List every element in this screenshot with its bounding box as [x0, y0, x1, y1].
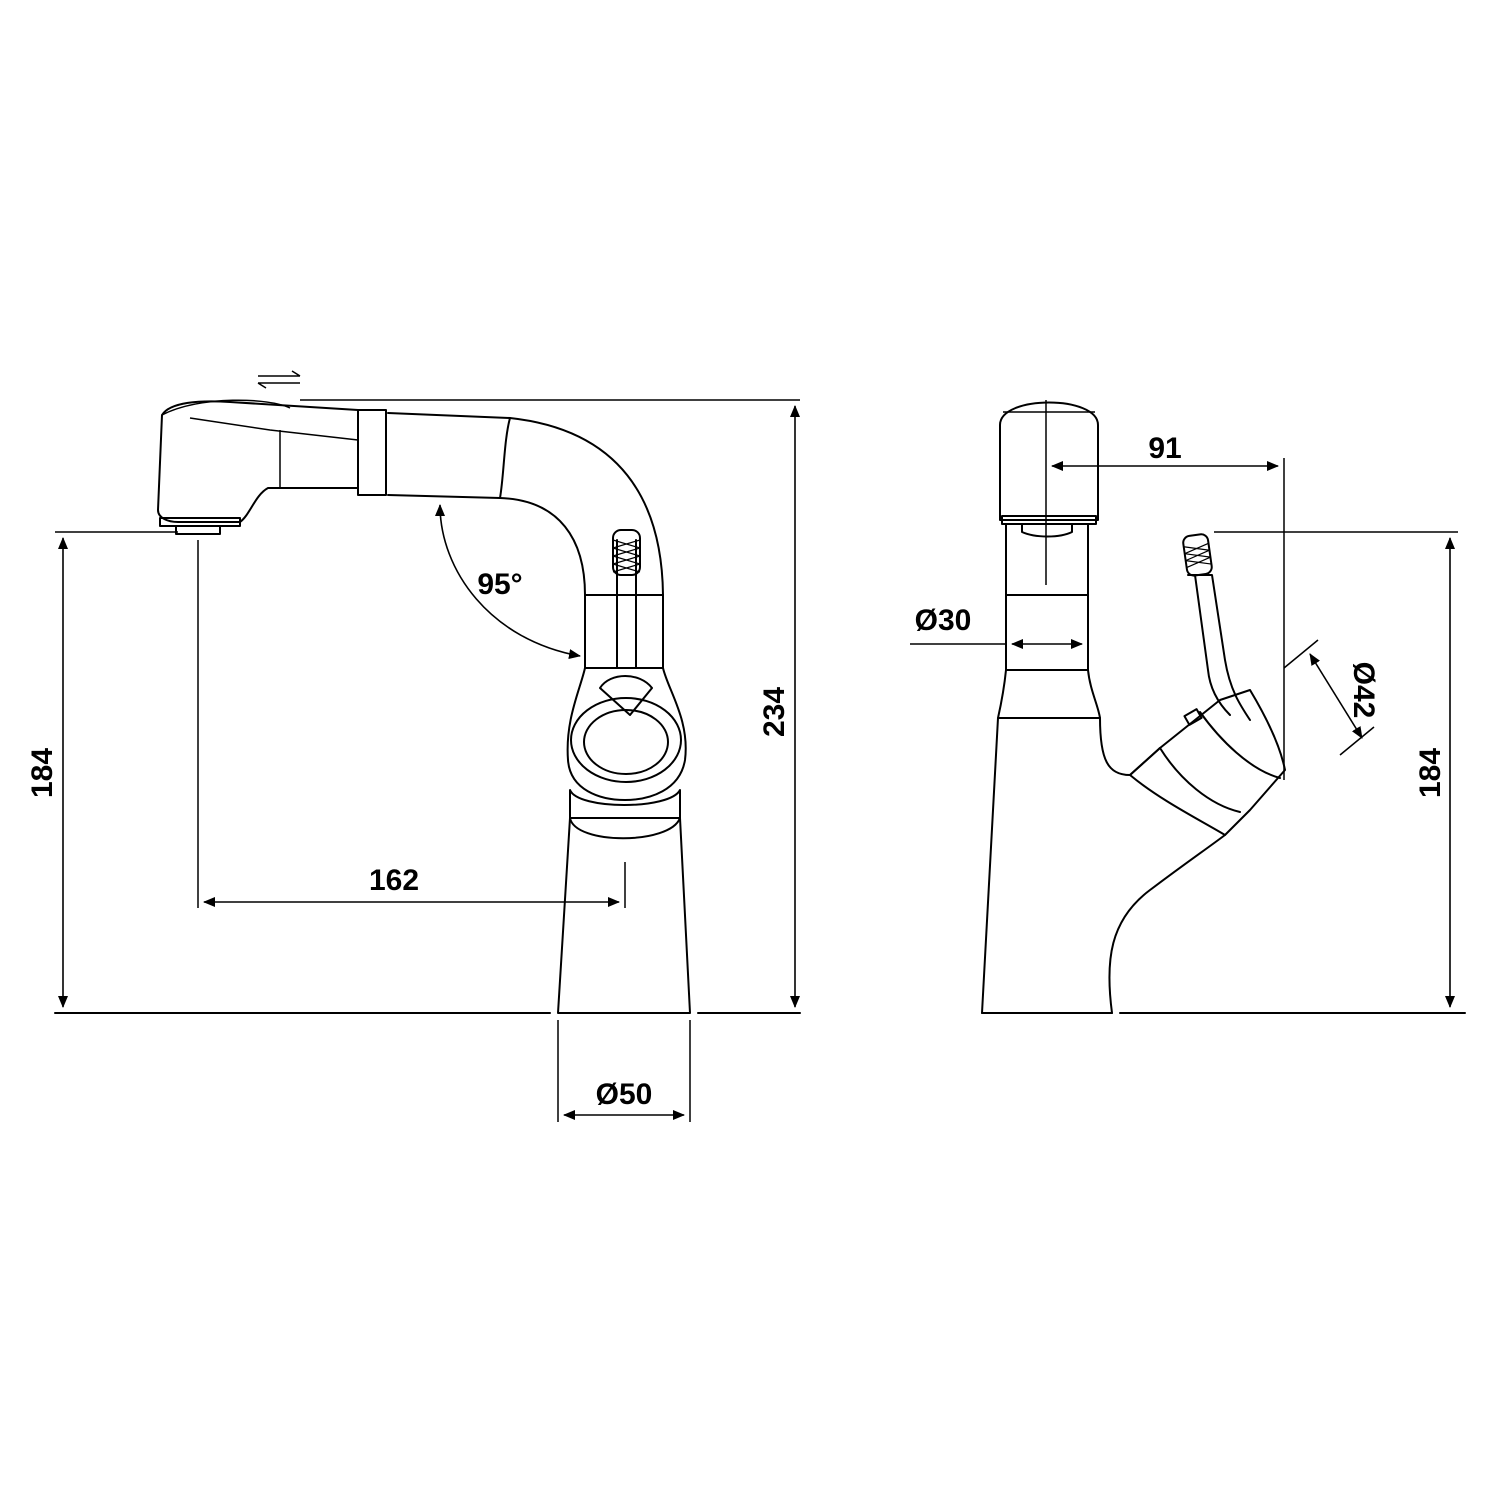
spout-sleeve	[357, 409, 387, 496]
dim-label-95: 95°	[477, 568, 522, 601]
spray-head-line	[189, 417, 359, 441]
front-cartridge-pin	[1183, 708, 1203, 726]
dim-label-234: 234	[758, 687, 791, 737]
faucet-body	[557, 817, 691, 1014]
dim-label-184-left: 184	[26, 748, 59, 798]
front-cartridge-inner	[1199, 711, 1281, 779]
spray-head	[157, 400, 359, 523]
spout-top-edge	[387, 412, 511, 419]
front-cartridge-ring	[1159, 747, 1241, 813]
front-aerator	[1001, 515, 1097, 525]
front-cartridge	[1129, 689, 1286, 836]
dim-label-d50: Ø50	[596, 1078, 653, 1111]
spray-head-top	[161, 399, 291, 416]
front-aerator-tip	[1021, 523, 1073, 538]
dim-line-d42	[1309, 653, 1363, 739]
lever-knurl	[612, 539, 641, 573]
front-lever-grip	[1182, 533, 1213, 577]
mixer-disc-inner	[583, 709, 669, 775]
front-lever-left	[1194, 574, 1231, 716]
dim-label-162: 162	[369, 864, 419, 897]
dim-label-184-right: 184	[1414, 748, 1447, 798]
ext-d42-a	[1283, 639, 1319, 669]
side-view: 184 234 162 95° Ø50	[26, 370, 801, 1122]
spout-bottom-edge	[387, 494, 501, 499]
lever-grip	[612, 529, 641, 576]
cartridge-housing	[566, 667, 687, 801]
dim-arc-95	[435, 504, 581, 659]
pull-out-arrows-icon	[257, 370, 301, 389]
lever-neck	[599, 675, 653, 716]
front-lever-right	[1187, 574, 1251, 721]
front-view: 91 Ø30 Ø42 184	[910, 400, 1466, 1014]
spout-outer-curve	[509, 417, 664, 596]
ext-d42-b	[1339, 726, 1375, 756]
front-lever-knurl	[1183, 542, 1212, 569]
aerator-tip	[175, 525, 221, 535]
body-ring	[569, 789, 681, 840]
spout-joint	[499, 417, 511, 499]
front-spray-head	[999, 401, 1099, 521]
mixer-disc	[570, 697, 682, 783]
dim-label-d42: Ø42	[1347, 662, 1380, 719]
front-body-left	[981, 717, 1161, 1014]
dim-label-91: 91	[1148, 432, 1181, 465]
dim-label-d30: Ø30	[915, 604, 972, 637]
front-neck	[997, 669, 1101, 719]
front-body-right	[1108, 834, 1226, 1014]
